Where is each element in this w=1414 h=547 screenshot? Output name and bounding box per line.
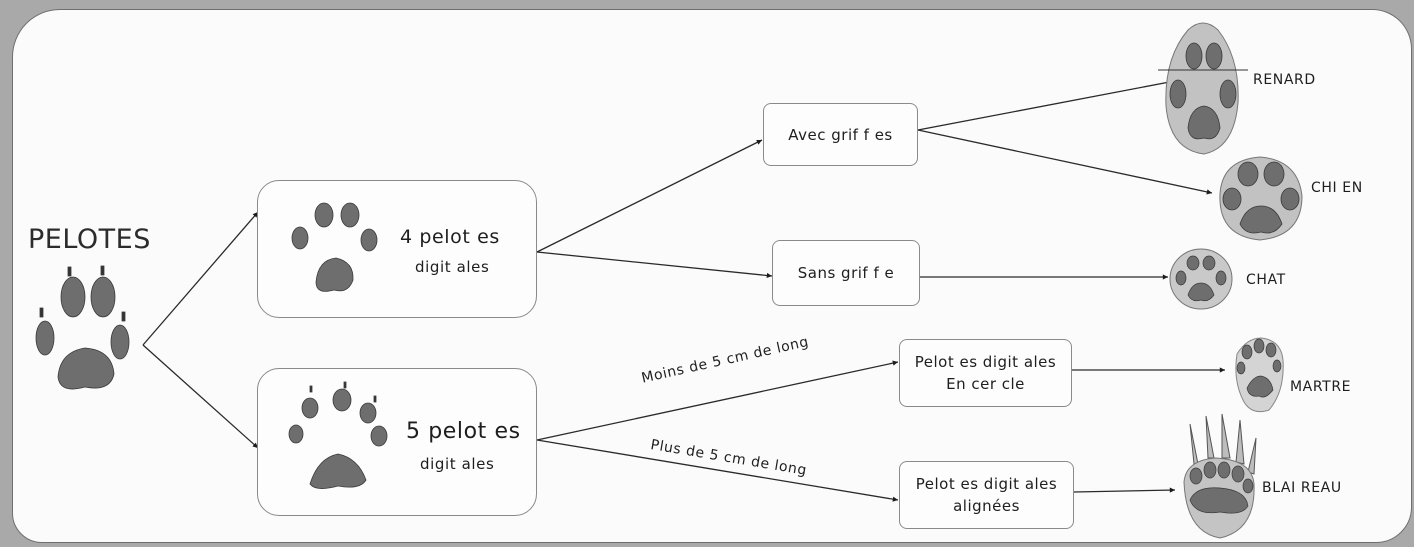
arrow-5-to-cercle — [536, 360, 899, 441]
branch-4-line1: 4 pelot es — [400, 226, 500, 248]
arrow-alignees-to-blaireau — [1073, 487, 1176, 493]
avec-griffes-label: Avec grif f es — [788, 125, 893, 144]
chien-print-icon — [1219, 156, 1303, 241]
label-renard: RENARD — [1253, 72, 1316, 88]
branch-4-line2: digit ales — [415, 258, 490, 276]
arrow-root-to-5 — [142, 344, 259, 449]
root-paw-icon — [35, 265, 130, 390]
arrow-root-to-4 — [142, 211, 259, 346]
alignees-line2: alignées — [953, 497, 1020, 515]
arrow-avec-to-renard — [917, 78, 1181, 131]
alignees-label: Pelot es digit ales alignées — [899, 461, 1074, 529]
arrow-4-to-sans — [536, 251, 773, 279]
five-pads-paw-icon — [288, 381, 388, 489]
cercle-label: Pelot es digit ales En cer cle — [899, 339, 1072, 407]
four-pads-paw-icon — [291, 202, 378, 292]
cercle-box — [899, 339, 1072, 407]
chat-print-icon — [1169, 248, 1233, 310]
label-blaireau: BLAI REAU — [1262, 480, 1342, 496]
branch-5-line2: digit ales — [420, 455, 495, 473]
renard-print-icon — [1158, 22, 1248, 155]
alignees-box — [899, 461, 1074, 529]
root-title: PELOTES — [28, 224, 151, 255]
alignees-line1: Pelot es digit ales — [915, 475, 1058, 493]
branch-4-pelotes — [257, 180, 537, 318]
label-chat: CHAT — [1246, 272, 1286, 288]
avec-griffes-box — [763, 103, 918, 166]
arrow-4-to-avec — [536, 139, 763, 253]
label-chien: CHI EN — [1311, 180, 1363, 196]
martre-print-icon — [1235, 337, 1284, 413]
cercle-line1: Pelot es digit ales — [914, 353, 1057, 371]
arrow-5-to-alignees — [536, 439, 899, 502]
branch-5-line1: 5 pelot es — [406, 419, 521, 444]
label-martre: MARTRE — [1290, 379, 1352, 395]
arrow-avec-to-chien — [917, 129, 1213, 195]
blaireau-print-icon — [1183, 413, 1257, 539]
sans-griffe-label: Sans grif f e — [797, 264, 895, 282]
branch-5-pelotes — [257, 368, 537, 516]
sans-griffe-box — [772, 240, 920, 306]
cercle-line2: En cer cle — [946, 375, 1025, 393]
